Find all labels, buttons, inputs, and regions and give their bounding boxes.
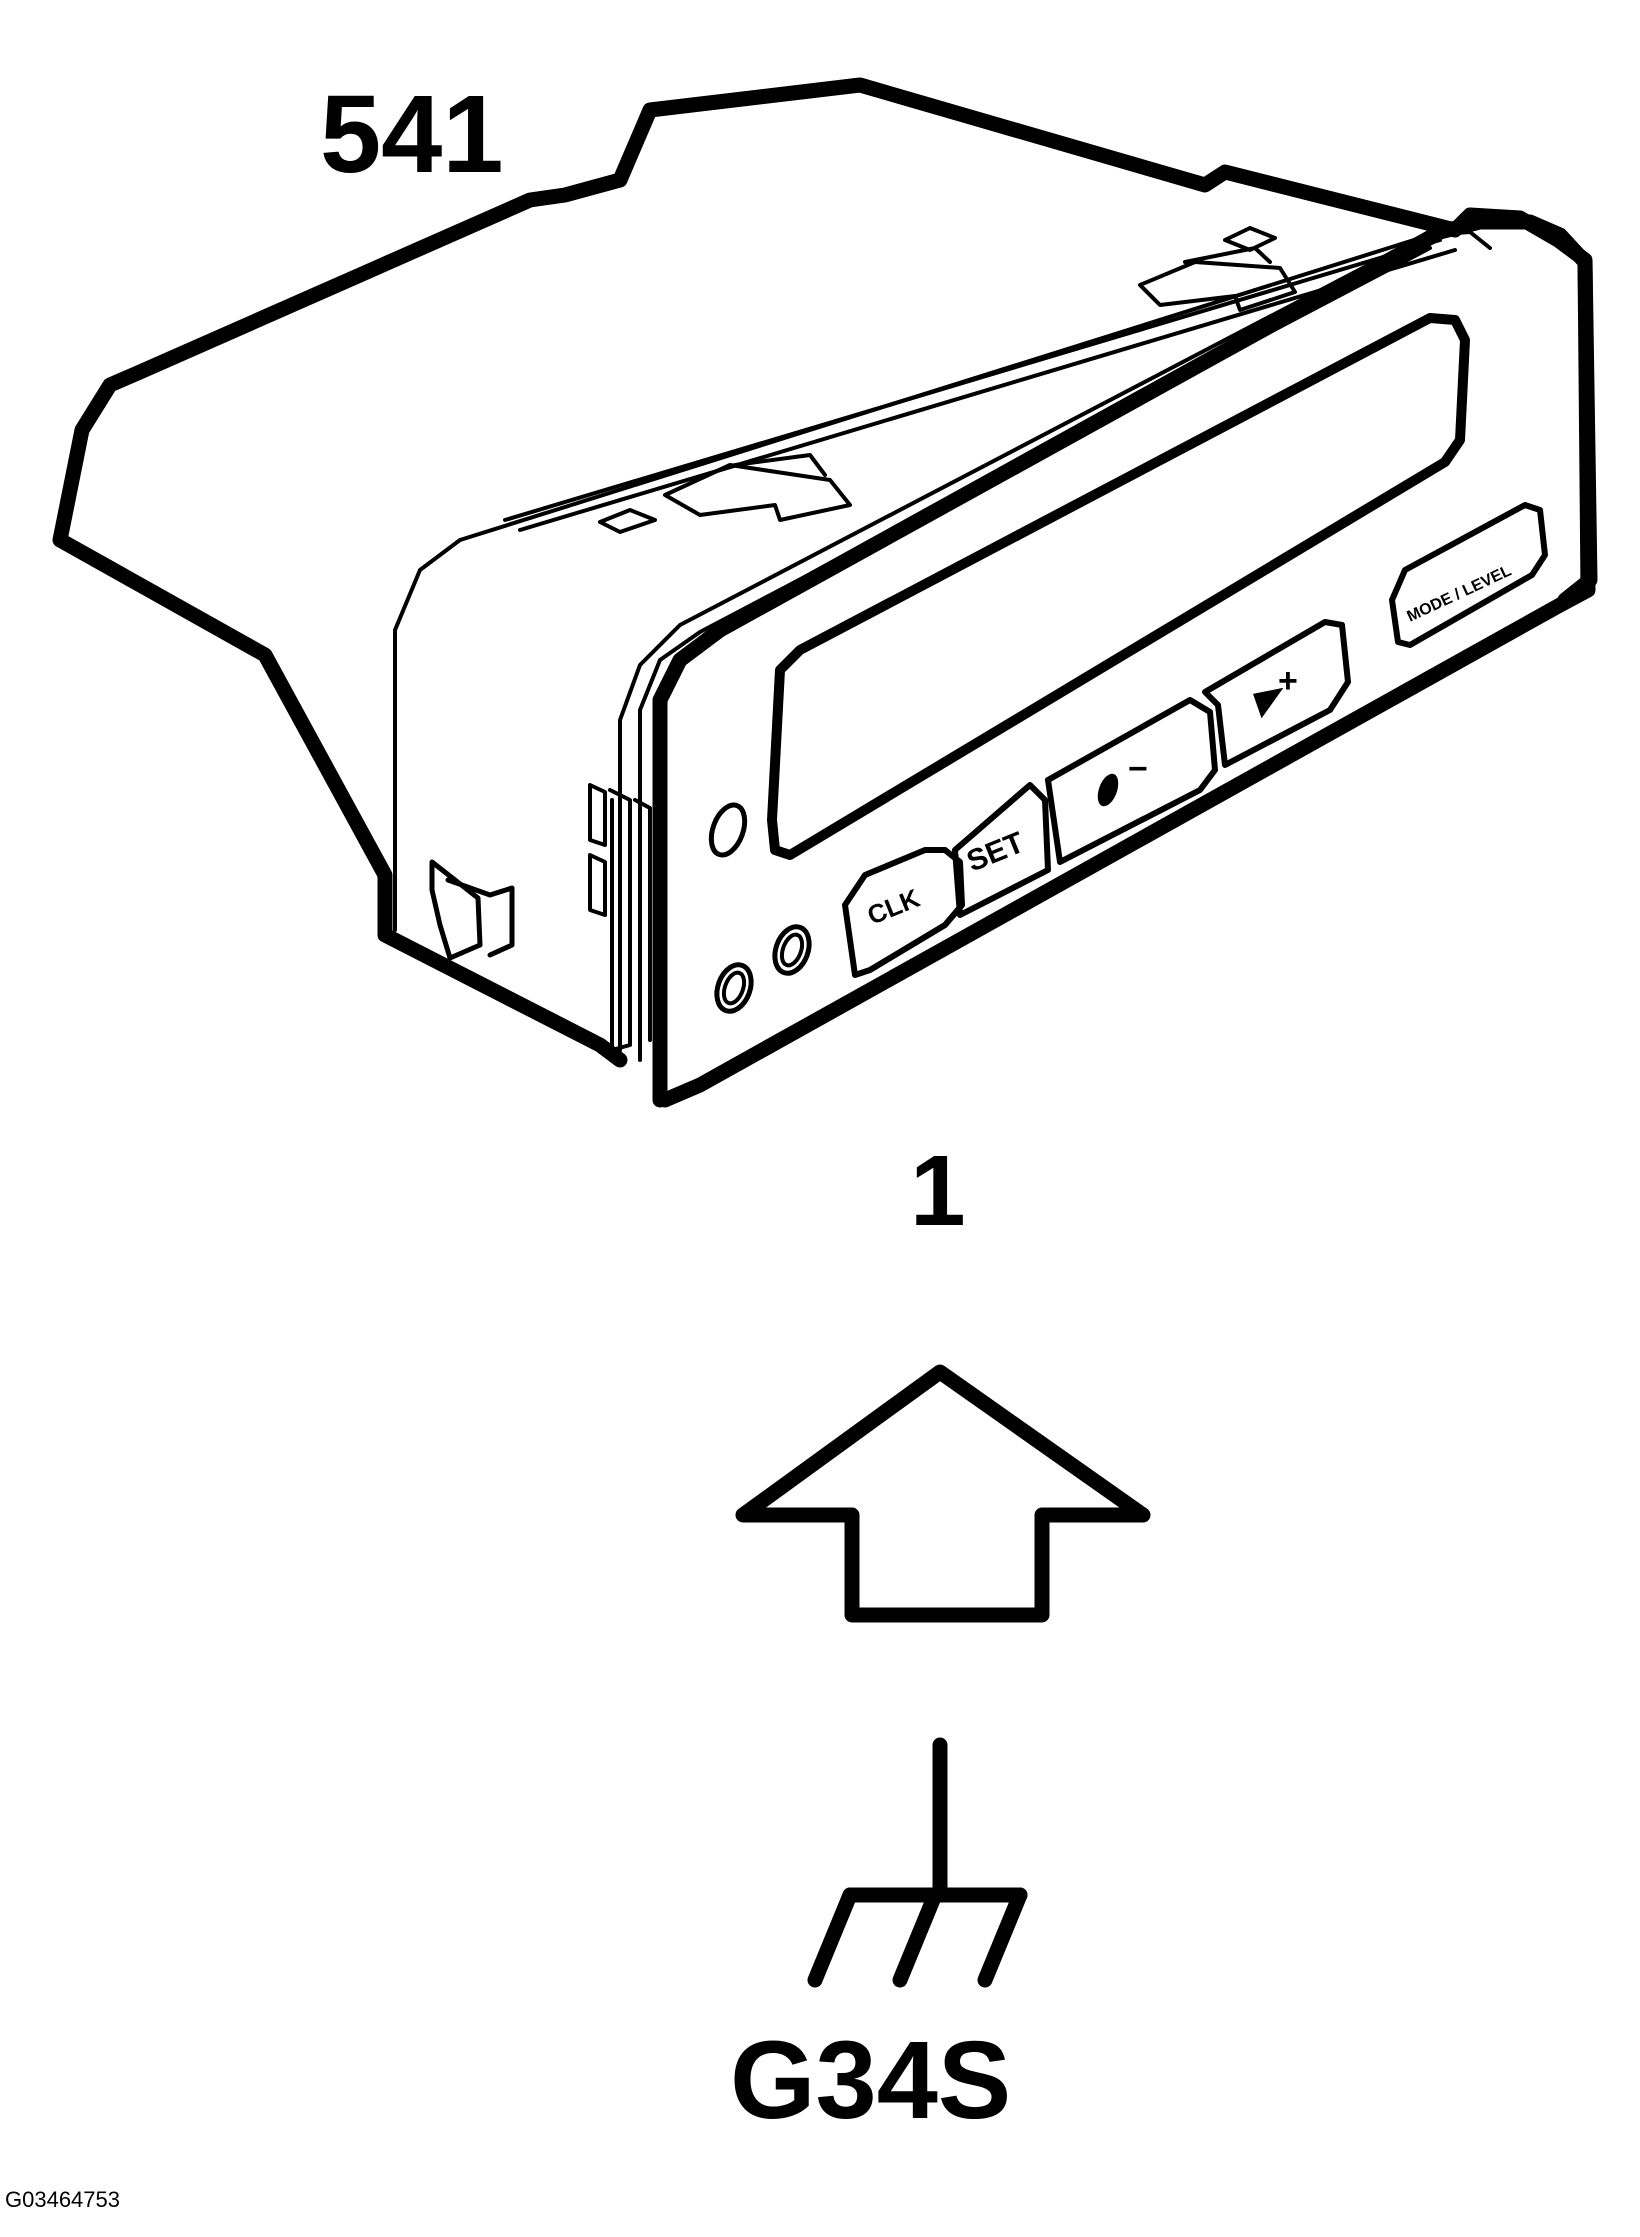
indicator-led-bottom-left xyxy=(714,962,754,1014)
indicator-led-bottom-right xyxy=(772,924,812,976)
figure-id-label: G03464753 xyxy=(5,2187,120,2212)
front-bezel-inner-edge xyxy=(618,236,1432,1062)
button-plus-label: + xyxy=(1278,662,1298,700)
indicator-led-bottom-left-inner xyxy=(721,970,747,1006)
button-clk-label: CLK xyxy=(863,883,924,931)
component-number-label: 541 xyxy=(320,73,504,196)
button-minus-dot-icon xyxy=(1097,773,1119,807)
button-plus[interactable]: + xyxy=(1202,619,1351,768)
ground-point-label: G34S xyxy=(730,2019,1011,2142)
indicator-led-bottom-right-inner xyxy=(779,932,805,968)
button-minus[interactable]: − xyxy=(1045,697,1218,865)
vent-slot-left xyxy=(598,453,852,534)
ground-symbol-icon xyxy=(807,1737,1028,1988)
side-clip xyxy=(429,859,515,961)
vent-slot-right xyxy=(1138,226,1297,312)
indicator-led-top xyxy=(708,802,748,858)
housing-top-edge xyxy=(503,238,1457,532)
button-minus-label: − xyxy=(1128,750,1148,788)
up-arrow-icon xyxy=(735,1364,1151,1623)
display-unit xyxy=(52,77,1598,1108)
connector-number-label: 1 xyxy=(910,1135,966,1247)
button-plus-play-icon xyxy=(1253,687,1284,719)
connector-pins xyxy=(588,783,652,1052)
housing-side-panel xyxy=(393,230,1492,932)
display-window xyxy=(767,313,1470,860)
front-bezel xyxy=(652,214,1596,1108)
